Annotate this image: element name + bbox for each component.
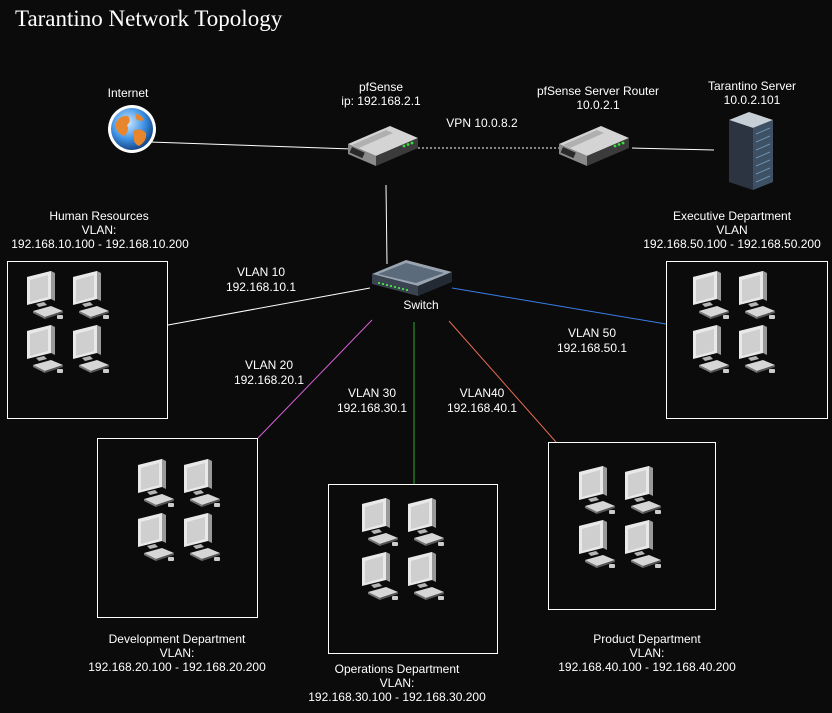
workstation-icon xyxy=(623,464,667,527)
server-router-label: pfSense Server Router xyxy=(536,84,660,98)
link-router-server xyxy=(631,147,715,151)
workstation-icon xyxy=(737,269,781,332)
hr-box xyxy=(7,261,168,419)
exec-vlan: VLAN xyxy=(716,223,748,237)
workstation-icon xyxy=(691,269,735,332)
server-rack-icon xyxy=(729,112,773,190)
workstation-icon xyxy=(25,269,69,332)
workstation-icon xyxy=(691,323,735,386)
workstation-icon xyxy=(71,323,115,386)
ops-range: 192.168.30.100 - 192.168.30.200 xyxy=(308,690,486,704)
ops-box xyxy=(328,484,498,654)
product-vlan: VLAN: xyxy=(629,646,665,660)
link-vlan10 xyxy=(167,287,371,326)
workstation-icon xyxy=(623,518,667,581)
internet-globe-icon xyxy=(108,105,156,153)
vlan10-ip: 192.168.10.1 xyxy=(225,280,297,294)
vlan40-ip: 192.168.40.1 xyxy=(446,401,518,415)
link-vlan20 xyxy=(257,319,373,439)
dev-range: 192.168.20.100 - 192.168.20.200 xyxy=(88,660,266,674)
server-router-ip: 10.0.2.1 xyxy=(576,98,620,112)
vlan30-name: VLAN 30 xyxy=(347,386,397,400)
workstation-icon xyxy=(136,457,180,520)
vlan30-ip: 192.168.30.1 xyxy=(336,401,408,415)
workstation-icon xyxy=(737,323,781,386)
pfsense-label: pfSense xyxy=(358,80,404,94)
link-vlan50 xyxy=(451,287,667,325)
hr-vlan: VLAN: xyxy=(81,223,117,237)
vlan20-name: VLAN 20 xyxy=(244,358,294,372)
exec-range: 192.168.50.100 - 192.168.50.200 xyxy=(643,237,821,251)
workstation-icon xyxy=(406,496,450,559)
workstation-icon xyxy=(360,550,404,613)
link-pfsense-switch xyxy=(385,184,388,265)
hr-name: Human Resources xyxy=(49,209,149,223)
workstation-icon xyxy=(71,269,115,332)
switch-label: Switch xyxy=(403,298,439,312)
pfsense-ip: ip: 192.168.2.1 xyxy=(341,94,421,108)
product-name: Product Department xyxy=(593,632,701,646)
product-range: 192.168.40.100 - 192.168.40.200 xyxy=(558,660,736,674)
internet-label: Internet xyxy=(107,86,149,100)
ops-name: Operations Department xyxy=(334,662,460,676)
server-label: Tarantino Server xyxy=(707,79,797,93)
vlan50-name: VLAN 50 xyxy=(567,326,617,340)
switch-icon xyxy=(372,260,452,296)
workstation-icon xyxy=(136,511,180,574)
ops-vlan: VLAN: xyxy=(379,676,415,690)
workstation-icon xyxy=(577,518,621,581)
workstation-icon xyxy=(182,457,226,520)
dev-name: Development Department xyxy=(108,632,246,646)
dev-vlan: VLAN: xyxy=(159,646,195,660)
link-internet-pfsense xyxy=(149,141,353,150)
server-router-icon xyxy=(559,126,629,166)
hr-range: 192.168.10.100 - 192.168.10.200 xyxy=(11,237,189,251)
workstation-icon xyxy=(25,323,69,386)
vlan50-ip: 192.168.50.1 xyxy=(556,341,628,355)
vlan10-name: VLAN 10 xyxy=(236,265,286,279)
workstation-icon xyxy=(182,511,226,574)
exec-name: Executive Department xyxy=(672,209,792,223)
workstation-icon xyxy=(360,496,404,559)
workstation-icon xyxy=(406,550,450,613)
dev-box xyxy=(97,438,258,618)
vlan20-ip: 192.168.20.1 xyxy=(233,373,305,387)
exec-box xyxy=(666,261,828,419)
vpn-label: VPN 10.0.8.2 xyxy=(446,116,518,130)
link-vlan40 xyxy=(448,320,557,443)
vlan40-name: VLAN40 xyxy=(459,386,505,400)
pfsense-router-icon xyxy=(348,126,418,166)
diagram-title: Tarantino Network Topology xyxy=(15,6,283,31)
server-ip: 10.0.2.101 xyxy=(723,93,781,107)
workstation-icon xyxy=(577,464,621,527)
product-box xyxy=(548,442,716,610)
